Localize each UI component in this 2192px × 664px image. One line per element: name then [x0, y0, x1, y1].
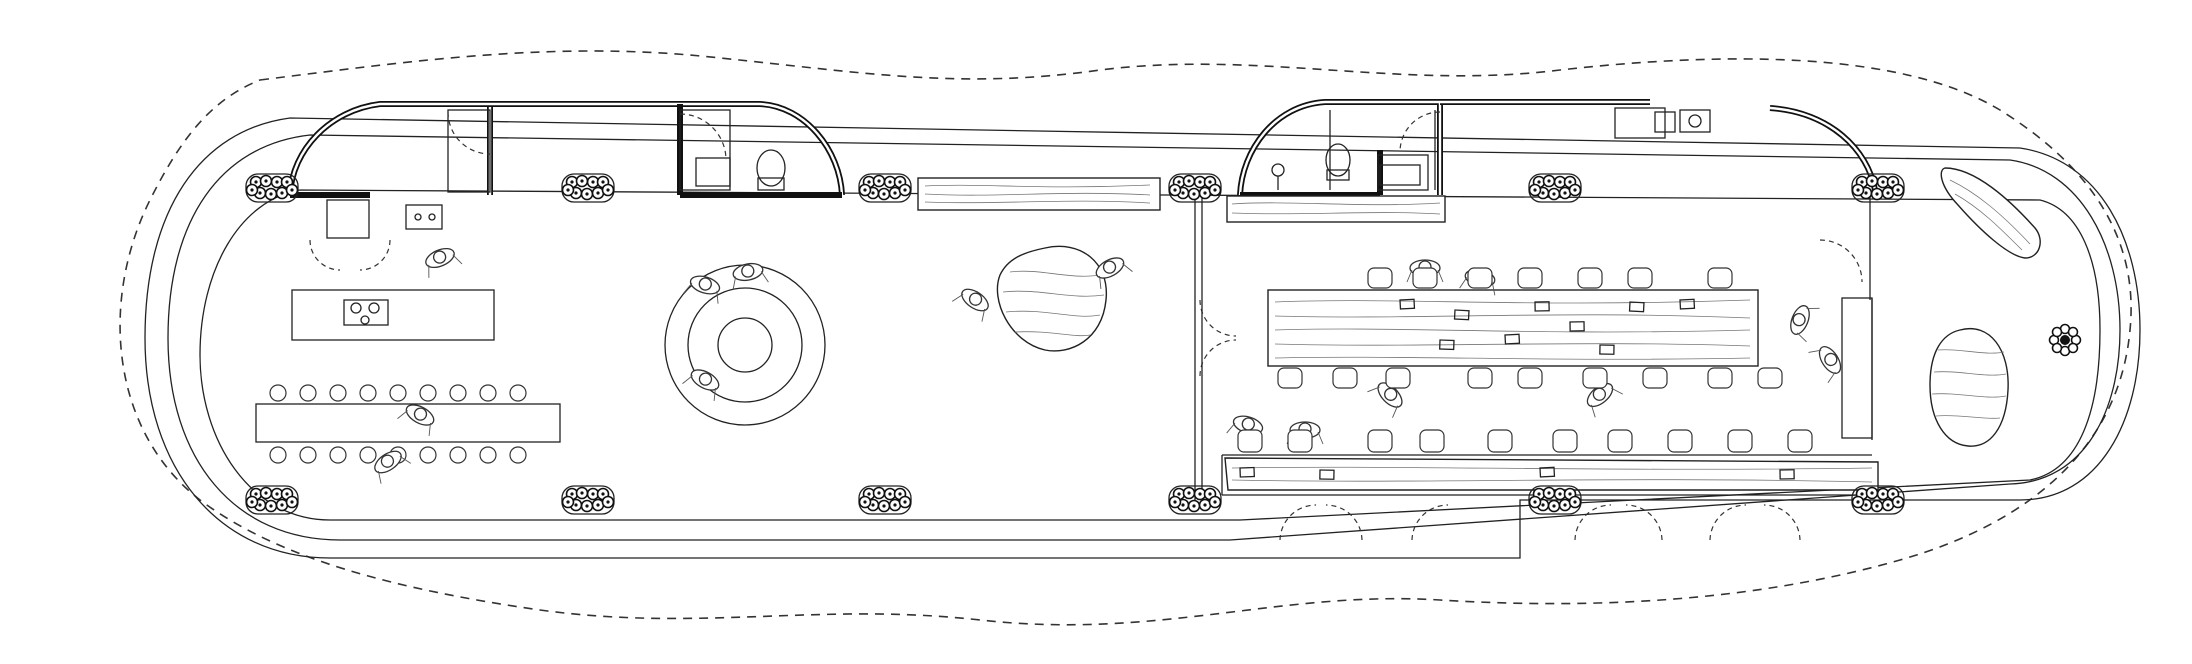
planter [1851, 173, 1905, 203]
planter [245, 485, 299, 515]
laptop [1779, 469, 1795, 480]
planter [858, 173, 912, 203]
chair [1582, 367, 1608, 389]
person-figure [397, 404, 435, 436]
laptop [1399, 298, 1416, 310]
dining-chairs [269, 384, 527, 464]
dining-chair [359, 384, 377, 402]
chair [1367, 429, 1393, 453]
door-swings [309, 111, 1863, 541]
round-rug [664, 264, 826, 426]
laptop [1453, 309, 1470, 321]
terrace-outline [144, 117, 2141, 559]
interior-partitions [447, 107, 1711, 193]
planter [561, 485, 615, 515]
dining-chair [449, 384, 467, 402]
cowork-chairs [1237, 267, 1813, 453]
chair [1277, 367, 1303, 389]
dining-table [255, 403, 561, 443]
person-figure [374, 450, 412, 484]
laptop [1239, 466, 1255, 478]
planters [245, 173, 2082, 515]
planter [1851, 485, 1905, 515]
person-figure [1095, 257, 1133, 289]
dining-chair [269, 384, 287, 402]
chair [1419, 429, 1445, 453]
chair [1237, 429, 1263, 453]
chair [1367, 267, 1393, 289]
person-figure [425, 247, 463, 278]
chair [1332, 367, 1358, 389]
chair [1707, 267, 1733, 289]
person-figure [1586, 382, 1623, 418]
sanitary-fixtures [405, 111, 1702, 230]
laptop [1679, 298, 1696, 310]
laptop [1569, 321, 1585, 332]
dining-chair [359, 446, 377, 464]
chair [1607, 429, 1633, 453]
dining-chair [329, 384, 347, 402]
chair [1757, 367, 1783, 389]
planter [245, 173, 299, 203]
laptop [1534, 301, 1550, 312]
planter [1528, 485, 1582, 515]
chair [1517, 367, 1543, 389]
laptop [1319, 469, 1335, 480]
laptop [1539, 466, 1556, 478]
dining-chair [449, 446, 467, 464]
chair [1412, 267, 1438, 289]
person-figure [732, 262, 769, 290]
planter [1528, 173, 1582, 203]
planter [561, 173, 615, 203]
chair [1385, 367, 1411, 389]
planter [858, 485, 912, 515]
person-figure [682, 369, 720, 401]
kitchen [291, 199, 495, 341]
dining-chair [509, 384, 527, 402]
chair [1787, 429, 1813, 453]
chair [1577, 267, 1603, 289]
people-figures [374, 247, 1842, 484]
wood-furniture [917, 167, 2041, 491]
dining-chair [389, 384, 407, 402]
dining-chair [329, 446, 347, 464]
laptop [1628, 301, 1645, 313]
building-interior-outline [199, 189, 2101, 521]
dining-chair [299, 384, 317, 402]
chair [1727, 429, 1753, 453]
person-figure [1790, 305, 1820, 343]
dining-chair [299, 446, 317, 464]
chair [1707, 367, 1733, 389]
dining-chair [419, 384, 437, 402]
chair [1517, 267, 1543, 289]
planter [1168, 485, 1222, 515]
person-figure [951, 288, 989, 322]
laptop [1504, 333, 1521, 345]
chair [1467, 267, 1493, 289]
dining-chair [269, 446, 287, 464]
laptop [1439, 339, 1455, 351]
exterior-wall-right-core [1237, 99, 1878, 198]
dining-chair [509, 446, 527, 464]
planter [2048, 323, 2082, 357]
chair [1552, 429, 1578, 453]
chair [1627, 267, 1653, 289]
person-figure [683, 275, 721, 304]
terrace-outline-inner [167, 134, 2121, 541]
chair [1642, 367, 1668, 389]
chair [1667, 429, 1693, 453]
dining-chair [479, 384, 497, 402]
laptop [1599, 344, 1615, 355]
chair [1467, 367, 1493, 389]
person-figure [1808, 346, 1842, 383]
chair [1487, 429, 1513, 453]
dining-chair [419, 446, 437, 464]
person-figure [1367, 382, 1403, 418]
planter [1168, 173, 1222, 203]
chair [1287, 429, 1313, 453]
dining-chair [479, 446, 497, 464]
